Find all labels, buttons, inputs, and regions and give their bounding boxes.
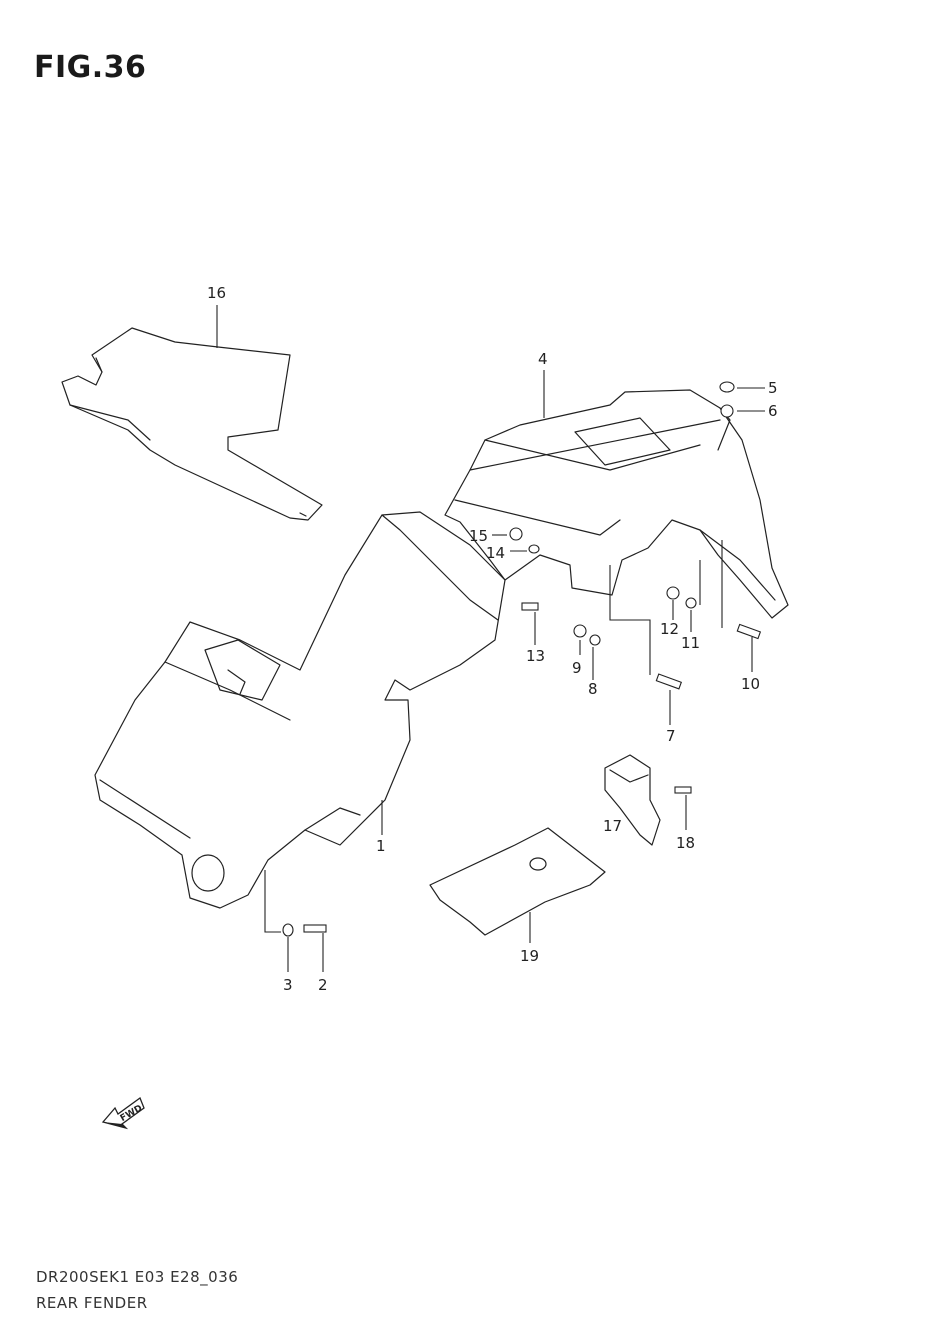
model-code: DR200SEK1 E03 E28_036 [36,1268,239,1286]
callout-7: 7 [666,727,676,745]
callout-18: 18 [676,834,695,852]
callout-16: 16 [207,284,226,302]
callout-14: 14 [486,544,505,562]
callout-3: 3 [283,976,293,994]
part-19-pouch [429,827,606,936]
callout-1: 1 [376,837,386,855]
part-1-inner-fender [94,511,506,909]
callout-6: 6 [768,402,778,420]
callout-10: 10 [741,675,760,693]
callout-15: 15 [469,527,488,545]
callout-8: 8 [588,680,598,698]
fwd-arrow-icon: FWD [101,1096,145,1130]
part-17-lock [604,754,661,846]
callout-labels: 16 4 5 6 15 14 13 9 8 12 11 10 7 1 17 18… [207,284,778,994]
part-16-flap [61,327,323,521]
part-4-rear-fender [444,389,789,619]
callout-19: 19 [520,947,539,965]
callout-13: 13 [526,647,545,665]
callout-2: 2 [318,976,328,994]
callout-17: 17 [603,817,622,835]
callout-12: 12 [660,620,679,638]
leader-lines [216,305,765,972]
hardware-items [282,381,762,937]
callout-5: 5 [768,379,778,397]
callout-9: 9 [572,659,582,677]
callout-11: 11 [681,634,700,652]
figure-title: FIG.36 [34,50,147,85]
callout-4: 4 [538,350,548,368]
figure-caption: REAR FENDER [36,1294,148,1312]
